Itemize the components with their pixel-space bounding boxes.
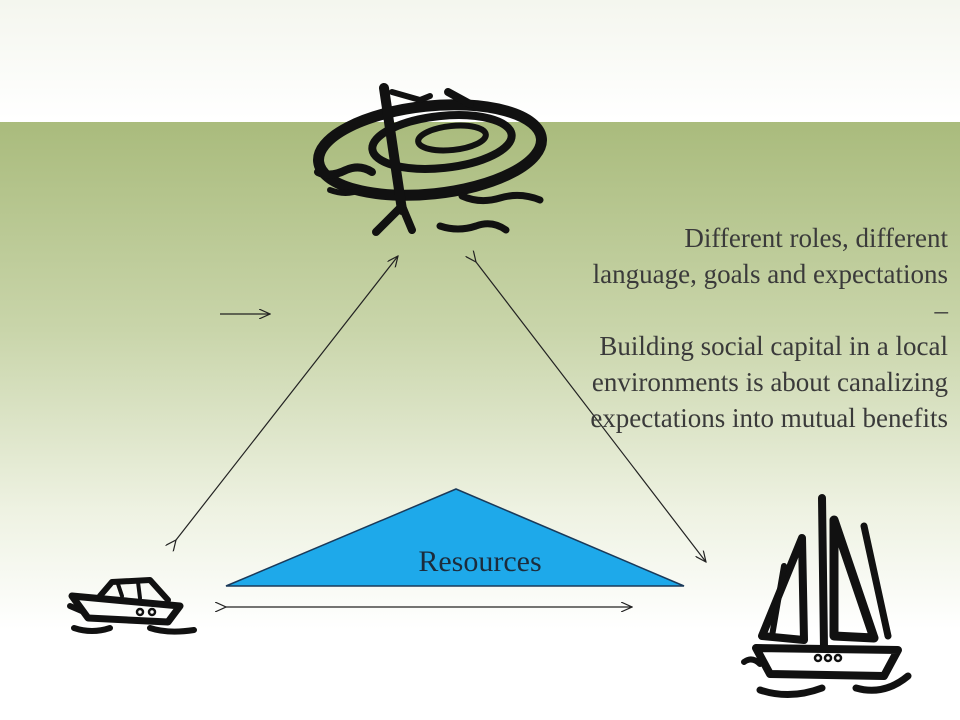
motorboat-icon (67, 577, 197, 635)
caption-line: expectations into mutual benefits (590, 403, 948, 433)
caption-line: Different roles, different (684, 223, 948, 253)
caption-line: environments is about canalizing (591, 367, 948, 397)
slide-caption: Different roles, different language, goa… (448, 220, 948, 436)
caption-line: language, goals and expectations (592, 259, 948, 289)
caption-line: – (934, 295, 949, 325)
triangle-label: Resources (418, 545, 542, 578)
lifebuoy-icon (313, 83, 547, 236)
sailboat-icon (741, 494, 912, 699)
arrow-right-diagonal (476, 262, 706, 562)
arrow-left-diagonal (176, 256, 398, 540)
caption-line: Building social capital in a local (599, 331, 948, 361)
